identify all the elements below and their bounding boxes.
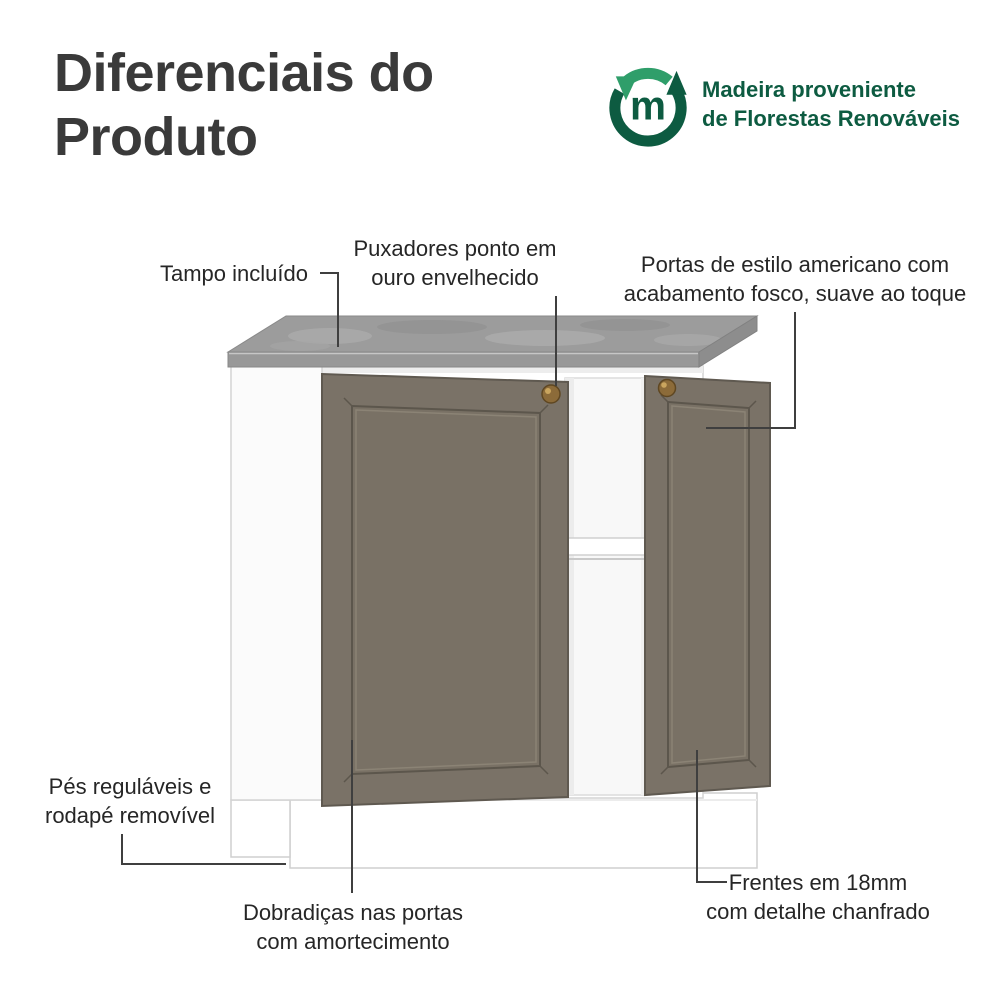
right-door-chamfer-br (748, 759, 757, 768)
callout-tampo: Tampo incluído (160, 259, 308, 288)
callout-portas-line-2: acabamento fosco, suave ao toque (623, 281, 967, 307)
callout-portas: Portas de estilo americano com acabament… (615, 250, 975, 308)
right-door-knob (657, 378, 677, 398)
recycle-arrowhead-dark (666, 70, 687, 95)
right-door-knob-highlight (661, 382, 667, 388)
shelf-front-edge (564, 537, 651, 556)
left-door-recessed-panel (351, 404, 541, 776)
left-door-chamfer-tl (343, 397, 353, 407)
right-door-chamfer-tr (748, 400, 757, 409)
countertop-right-edge (698, 315, 758, 368)
callout-line-frentes (696, 750, 727, 883)
callout-tampo-line-1: Tampo incluído (160, 261, 308, 286)
recycle-arrowhead-light (615, 76, 637, 101)
callout-puxadores: Puxadores ponto em ouro envelhecido (345, 234, 565, 292)
right-door (644, 374, 771, 797)
callout-dobradicas: Dobradiças nas portas com amortecimento (233, 898, 473, 956)
callout-portas-line-1: Portas de estilo americano com (640, 252, 950, 277)
callout-pes: Pés reguláveis e rodapé removível (35, 772, 225, 830)
callout-dobradicas-line-2: com amortecimento (256, 929, 450, 955)
interior-left-shadow (565, 378, 574, 795)
callout-puxadores-line-2: ouro envelhecido (371, 265, 539, 291)
callout-frentes-line-2: com detalhe chanfrado (706, 899, 930, 925)
callout-line-portas (706, 312, 796, 429)
badge-text-line-2: de Florestas Renováveis (702, 105, 961, 131)
recycle-logo-icon: m (609, 67, 687, 147)
page-title-line-1: Diferenciais do (54, 43, 434, 103)
callout-frentes: Frentes em 18mm com detalhe chanfrado (698, 868, 938, 926)
left-door-knob-highlight (545, 388, 551, 394)
callout-puxadores-line-1: Puxadores ponto em (353, 236, 557, 261)
right-door-chamfer-bl (660, 766, 669, 775)
left-door-chamfer-bl (343, 773, 353, 783)
page-title-line-2: Produto (54, 106, 258, 167)
countertop-texture (270, 319, 722, 351)
callout-lines (121, 272, 796, 893)
callout-line-tampo (320, 272, 339, 347)
callout-pes-line-2: rodapé removível (45, 803, 215, 829)
recycle-logo-letter: m (630, 83, 666, 129)
left-door-chamfer-br (539, 765, 549, 775)
left-door-chamfer-tr (539, 404, 549, 414)
badge-text: Madeira proveniente de Florestas Renováv… (702, 76, 960, 133)
under-counter-shadow (248, 366, 703, 373)
callout-frentes-line-1: Frentes em 18mm (728, 870, 908, 895)
left-door (321, 372, 569, 808)
interior-opening (564, 377, 651, 796)
left-side-panel (230, 365, 323, 801)
callout-pes-line-1: Pés reguláveis e (48, 774, 212, 799)
recycle-arrow-dark (609, 88, 687, 147)
left-door-knob (541, 384, 561, 404)
right-door-chamfer-tl (660, 394, 669, 403)
badge-text-line-1: Madeira proveniente (702, 77, 916, 102)
page-title: Diferenciais do Produto (54, 42, 434, 169)
left-base-foot (230, 799, 291, 858)
right-door-recessed-panel (667, 400, 750, 769)
callout-line-pes (121, 834, 286, 865)
callout-dobradicas-line-1: Dobradiças nas portas (242, 900, 464, 925)
